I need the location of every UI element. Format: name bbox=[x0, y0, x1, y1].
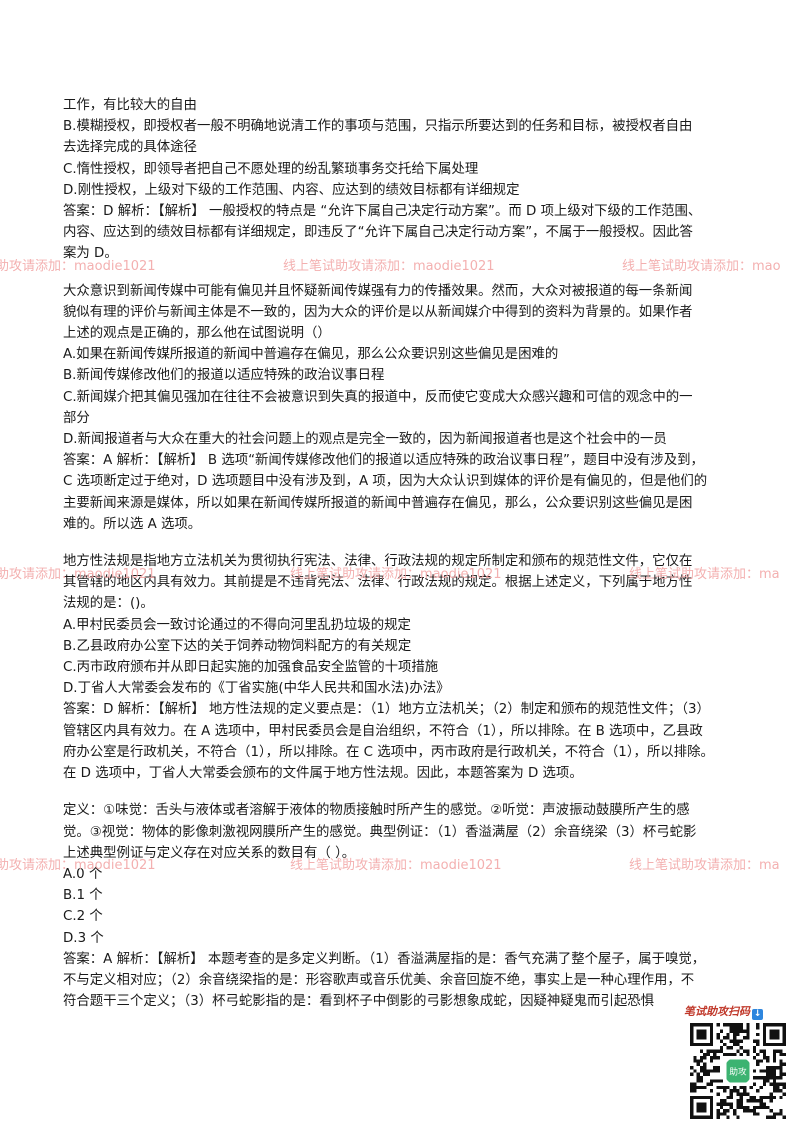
question-stem: 上述的观点是正确的，那么他在试图说明（） bbox=[63, 326, 331, 342]
answer-line: 答案：A 解析：【解析】 本题考查的是多定义判断。（1）香溢满屋指的是：香气充满… bbox=[63, 951, 706, 967]
answer-line: 不与定义相对应；（2）余音绕梁指的是：形容歌声或音乐优美、余音回旋不绝，事实上是… bbox=[63, 972, 695, 988]
answer-line: 难的。所以选 A 选项。 bbox=[63, 516, 202, 532]
option-a: A.甲村民委员会一致讨论通过的不得向河里乱扔垃圾的规定 bbox=[63, 617, 411, 633]
qr-title: 笔试助攻扫码↓ bbox=[684, 1005, 763, 1020]
answer-line: 案为 D。 bbox=[63, 246, 118, 262]
option-c: 部分 bbox=[63, 410, 90, 426]
option-b: B.模糊授权，即授权者一般不明确地说清工作的事项与范围，只指示所要达到的任务和目… bbox=[63, 119, 693, 135]
down-arrow-icon: ↓ bbox=[752, 1009, 763, 1020]
option-b: B.乙县政府办公室下达的关于饲养动物饲料配方的有关规定 bbox=[63, 638, 412, 654]
answer-line: C 选项断定过于绝对，D 选项题目中没有涉及到，A 项，因为大众认识到媒体的评价… bbox=[63, 474, 708, 490]
answer-line: 管辖区内具有效力。在 A 选项中，甲村民委员会是自治组织，不符合（1），所以排除… bbox=[63, 723, 703, 739]
option-d: D.3 个 bbox=[63, 930, 104, 946]
answer-line: 符合题干三个定义；（3）杯弓蛇影指的是：看到杯子中倒影的弓影想象成蛇，因疑神疑鬼… bbox=[63, 994, 655, 1010]
option-a: A.0 个 bbox=[63, 866, 103, 882]
question-stem: 法规的是：()。 bbox=[63, 596, 154, 612]
text-line: 工作，有比较大的自由 bbox=[63, 98, 197, 113]
answer-line: 答案：D 解析：【解析】 一般授权的特点是 “允许下属自己决定行动方案”。而 D… bbox=[63, 204, 702, 220]
question-stem: 地方性法规是指地方立法机关为贯彻执行宪法、法律、行政法规的规定所制定和颁布的规范… bbox=[63, 554, 693, 570]
question-stem: 大众意识到新闻传媒中可能有偏见并且怀疑新闻传媒强有力的传播效果。然而，大众对被报… bbox=[63, 283, 693, 299]
option-c: C.丙市政府颁布并从即日起实施的加强食品安全监管的十项措施 bbox=[63, 660, 439, 676]
question-stem: 觉。③视觉：物体的影像刺激视网膜所产生的感觉。典型例证：（1）香溢满屋（2）余音… bbox=[63, 824, 697, 840]
option-c: C.新闻媒介把其偏见强加在往往不会被意识到失真的报道中，反而使它变成大众感兴趣和… bbox=[63, 389, 693, 405]
answer-line: 府办公室是行政机关，不符合（1），所以排除。在 C 选项中，丙市政府是行政机关，… bbox=[63, 744, 714, 760]
question-stem: 貌似有理的评价与新闻主体是不一致的，因为大众的评价是以从新闻媒介中得到的资料为背… bbox=[63, 304, 693, 320]
question-stem: 定义：①味觉：舌头与液体或者溶解于液体的物质接触时所产生的感觉。②听觉：声波振动… bbox=[63, 803, 690, 819]
qr-code-icon[interactable]: 助攻 bbox=[690, 1023, 786, 1119]
option-b: B.新闻传媒修改他们的报道以适应特殊的政治议事日程 bbox=[63, 368, 385, 384]
option-a: A.如果在新闻传媒所报道的新闻中普遍存在偏见，那么公众要识别这些偏见是困难的 bbox=[63, 347, 559, 363]
question-stem: 上述典型例证与定义存在对应关系的数目有（ ）。 bbox=[63, 845, 356, 861]
answer-line: 主要新闻来源是媒体，所以如果在新闻传媒所报道的新闻中普遍存在偏见，那么，公众要识… bbox=[63, 495, 693, 511]
option-c: C.2 个 bbox=[63, 909, 103, 925]
answer-line: 在 D 选项中，丁省人大常委会颁布的文件属于地方性法规。因此，本题答案为 D 选… bbox=[63, 766, 583, 782]
option-b: B.1 个 bbox=[63, 888, 103, 904]
qr-code-block: 笔试助攻扫码↓ 助攻 bbox=[684, 1003, 790, 1125]
answer-line: 答案：D 解析：【解析】 地方性法规的定义要点是：（1）地方立法机关；（2）制定… bbox=[63, 702, 710, 718]
text-line: 去选择完成的具体途径 bbox=[63, 140, 197, 156]
qr-center-label: 助攻 bbox=[729, 1066, 747, 1078]
option-d: D.新闻报道者与大众在重大的社会问题上的观点是完全一致的，因为新闻报道者也是这个… bbox=[63, 432, 667, 448]
option-d: D.刚性授权，上级对下级的工作范围、内容、应达到的绩效目标都有详细规定 bbox=[63, 182, 520, 198]
answer-line: 内容、应达到的绩效目标都有详细规定，即违反了“允许下属自己决定行动方案”，不属于… bbox=[63, 225, 693, 241]
option-c: C.惰性授权，即领导者把自己不愿处理的纷乱繁琐事务交托给下属处理 bbox=[63, 161, 479, 177]
option-d: D.丁省人大常委会发布的《丁省实施(中华人民共和国水法)办法》 bbox=[63, 681, 450, 697]
answer-line: 答案：A 解析：【解析】 B 选项“新闻传媒修改他们的报道以适应特殊的政治议事日… bbox=[63, 453, 704, 469]
document-body: 工作，有比较大的自由 B.模糊授权，即授权者一般不明确地说清工作的事项与范围，只… bbox=[63, 95, 735, 1012]
question-stem: 其管辖的地区内具有效力。其前提是不违背宪法、法律、行政法规的规定。根据上述定义，… bbox=[63, 575, 693, 591]
